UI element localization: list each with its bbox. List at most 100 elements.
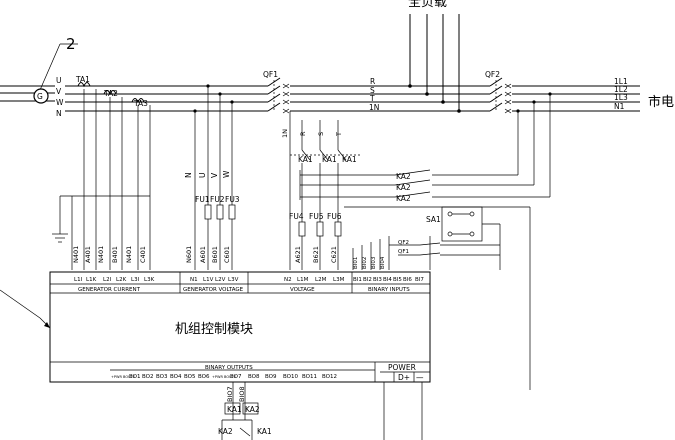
wire-n401-c: N401	[125, 246, 133, 263]
term-l1v: L1V	[203, 277, 214, 283]
ct-wire-labels: N401 A401 N401 B401 N401 C401	[72, 246, 147, 263]
ct-label-ta2: TA2	[103, 89, 118, 98]
wire-b401: B401	[111, 246, 119, 263]
mains-phase-1n: 1N	[281, 129, 289, 138]
term-bi7: BI7	[415, 277, 424, 283]
out-pwr-1: +PWR BOUTS	[111, 375, 136, 379]
breaker-qf2-label: QF2	[485, 70, 500, 79]
term-l3i: L3I	[131, 277, 140, 283]
bottom-coil-ka1: KA1	[257, 427, 272, 436]
term-bi2: BI2	[363, 277, 372, 283]
load-title: 全负载	[408, 0, 447, 10]
breaker-qf1	[267, 77, 290, 114]
fuse-fu5: FU5	[309, 212, 324, 221]
relay-ka1-b: KA1	[322, 155, 337, 164]
wire-bi03: BI03	[371, 256, 377, 269]
out-bo10: BO10	[283, 374, 299, 380]
wire-bi04: BI04	[380, 256, 386, 269]
phase-n: N	[56, 109, 62, 118]
term-l1m: L1M	[297, 277, 309, 283]
mains-phase-r: R	[299, 131, 307, 136]
header-generator-current: GENERATOR CURRENT	[78, 287, 141, 293]
term-bi6: BI6	[403, 277, 412, 283]
term-l1i: L1I	[74, 277, 83, 283]
term-l3k: L3K	[144, 277, 155, 283]
header-generator-voltage: GENERATOR VOLTAGE	[183, 287, 244, 293]
binary-output-terminals: +PWR BOUTS BO1 BO2 BO3 BO4 BO5 BO6 +PWR …	[110, 374, 375, 383]
module-title: 机组控制模块	[175, 322, 253, 337]
gen-phase-n: N	[184, 172, 193, 178]
out-bo9: BO9	[265, 374, 277, 380]
power-terminals: D+ —	[380, 371, 430, 440]
mains-line-1l2: 1L2	[614, 85, 628, 94]
svg-text:G: G	[37, 92, 43, 101]
term-bi1: BI1	[353, 277, 362, 283]
mains-line-1l3: 1L3	[614, 93, 628, 102]
gen-voltage-terminals: N1 L1V L2V L3V	[190, 277, 239, 283]
out-bo1: BO1	[129, 374, 141, 380]
bottom-coil-ka2: KA2	[218, 427, 233, 436]
mains-voltage-terminals: N2 L1M L2M L3M	[284, 277, 345, 283]
bus-label-1n: 1N	[369, 103, 379, 112]
phase-w: W	[56, 98, 64, 107]
bottom-wire-bio8: BIO8	[238, 386, 246, 402]
bus-label-t: T	[369, 94, 375, 103]
load-bus	[290, 85, 490, 112]
ka2-contacts	[299, 92, 552, 200]
out-bo7: BO7	[230, 374, 242, 380]
gen-voltage-taps	[193, 84, 236, 270]
term-l2m: L2M	[315, 277, 327, 283]
gen-phase-u: U	[198, 173, 207, 179]
term-n1: N1	[190, 277, 198, 283]
ct-label-ta1: TA1	[75, 75, 90, 84]
ct-label-ta3: TA3	[133, 99, 148, 108]
out-bo11: BO11	[302, 374, 317, 380]
out-bo5: BO5	[184, 374, 196, 380]
wire-a621: A621	[294, 246, 302, 263]
qf-contact-qf2: QF2	[398, 240, 409, 246]
wire-b601: B601	[211, 246, 219, 263]
binary-input-terminals: BI1 BI2 BI3 BI4 BI5 BI6 BI7	[353, 277, 424, 283]
relay-ka2-c: KA2	[396, 194, 411, 203]
current-transformers	[77, 82, 145, 104]
wire-c621: C621	[330, 246, 338, 263]
bottom-relay-wiring	[221, 382, 259, 440]
out-bo6: BO6	[198, 374, 210, 380]
mains-line-1l1: 1L1	[614, 77, 628, 86]
generator-symbol: G	[0, 85, 55, 104]
generator-bus	[65, 85, 268, 112]
header-binary-inputs: BINARY INPUTS	[368, 287, 410, 293]
term-l2v: L2V	[215, 277, 226, 283]
binary-input-wiring	[352, 223, 501, 270]
wire-bi01: BI01	[353, 257, 359, 269]
mains-phase-t: T	[335, 132, 343, 137]
mains-label: 市电	[648, 94, 674, 110]
wire-c601: C601	[223, 246, 231, 263]
header-voltage: VOLTAGE	[290, 287, 315, 293]
switch-sa1	[344, 206, 531, 390]
header-binary-outputs: BINARY OUTPUTS	[205, 365, 253, 371]
term-l3m: L3M	[333, 277, 345, 283]
switch-sa1-label: SA1	[426, 215, 441, 224]
wire-b621: B621	[312, 246, 320, 263]
fuse-fu6: FU6	[327, 212, 342, 221]
current-terminals: L1I L1K L2I L2K L3I L3K	[74, 277, 155, 283]
wire-bi02: BI02	[362, 257, 368, 269]
term-l1k: L1K	[86, 277, 97, 283]
fuse-fu3: FU3	[225, 195, 240, 204]
gen-phase-w: W	[222, 170, 231, 178]
term-l3v: L3V	[228, 277, 239, 283]
wire-a401: A401	[84, 246, 92, 263]
term-bi4: BI4	[383, 277, 392, 283]
power-dplus: D+	[398, 373, 410, 382]
out-pwr-2: +PWR BOUTS	[212, 375, 237, 379]
bottom-relay-ka1: KA1	[227, 405, 242, 414]
relay-ka1-c: KA1	[342, 155, 357, 164]
term-bi3: BI3	[373, 277, 382, 283]
wire-n401-b: N401	[97, 246, 105, 263]
load-feeders	[408, 14, 461, 113]
mains-voltage-taps	[289, 111, 360, 270]
breaker-qf1-label: QF1	[263, 70, 278, 79]
mains-bus	[512, 85, 640, 112]
